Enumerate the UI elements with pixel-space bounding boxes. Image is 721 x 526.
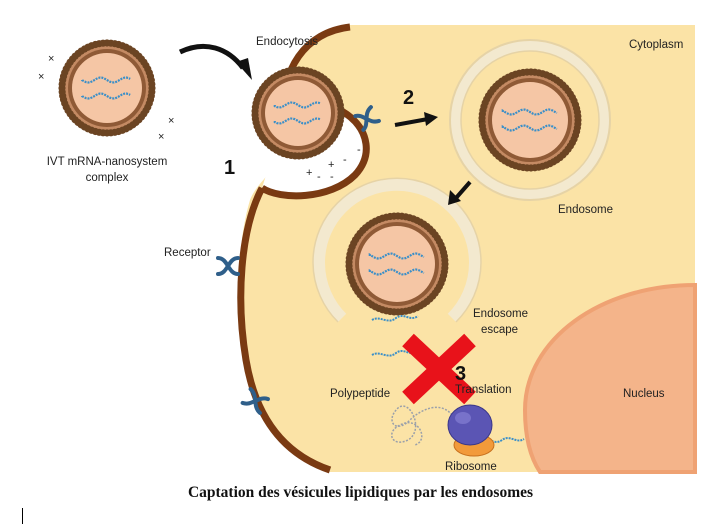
figure-caption: Captation des vésicules lipidiques par l… [187,484,534,501]
nanoparticle-endocytosing [251,66,345,160]
charge-sign: × [168,115,174,127]
label-polypeptide: Polypeptide [330,388,390,400]
step3-arrowhead [448,190,461,205]
mrna-strand [501,108,558,116]
label-complex-line2: complex [86,172,129,184]
label-endosome: Endosome [558,204,613,216]
charge-sign: × [158,131,164,143]
mrna-strand [273,101,322,109]
endosome-lower [313,178,481,323]
lipid-head [441,256,449,264]
label-endosome-escape-line2: escape [481,324,518,336]
mrna-strand [81,92,131,100]
lipid-head [574,112,582,120]
label-nucleus: Nucleus [623,388,665,400]
label-endocytosis: Endocytosis [256,36,318,48]
lipid-head [337,105,345,113]
mrna-strand [371,315,419,322]
mrna-strand [371,350,419,357]
charge-sign: - [343,154,347,166]
charge-sign: × [48,53,54,65]
mrna-strand [273,117,322,125]
cell-membrane-lower [237,186,332,474]
step2-arrowhead [424,112,438,126]
label-endosome-escape-line1: Endosome [473,308,528,320]
nanoparticle-in-endosome [478,68,582,172]
charge-signs: × × × × - - + + - - [38,53,361,183]
step-3-number: 3 [455,363,466,385]
charge-sign: × [38,71,44,83]
label-translation: Translation [455,384,511,396]
blocked-cross-icon [402,333,476,405]
charge-sign: - [357,144,361,156]
charge-sign: - [317,171,321,183]
mrna-strand [368,252,425,260]
endosome-lower-edge [312,177,482,323]
step-1-number: 1 [224,157,235,179]
endocytosis-arrowhead [236,58,252,80]
nanoparticle-escaping [345,212,449,316]
nanoparticle-complex [58,39,156,137]
mrna-strand [368,268,425,276]
nucleus [522,282,697,474]
charge-sign: + [306,167,312,179]
lipid-head [148,80,156,88]
polypeptide-chain [390,405,453,446]
step3-arrow [454,180,472,200]
charge-sign: + [328,159,334,171]
step-2-number: 2 [403,87,414,109]
label-ribosome: Ribosome [445,461,497,473]
receptor-icon [216,256,240,276]
label-complex-line1: IVT mRNA-nanosystem [47,156,168,168]
charge-sign: - [330,171,334,183]
mrna-strand [501,124,558,132]
endocytosis-arrow [178,43,245,70]
ribosome-icon [447,404,495,457]
receptor-icon-pocket [353,105,381,132]
step2-arrow [394,117,429,127]
receptor-icon-lower [240,387,270,415]
text-cursor [22,508,23,524]
label-receptor: Receptor [164,247,211,259]
label-cytoplasm: Cytoplasm [629,39,683,51]
mrna-strand [81,76,131,84]
